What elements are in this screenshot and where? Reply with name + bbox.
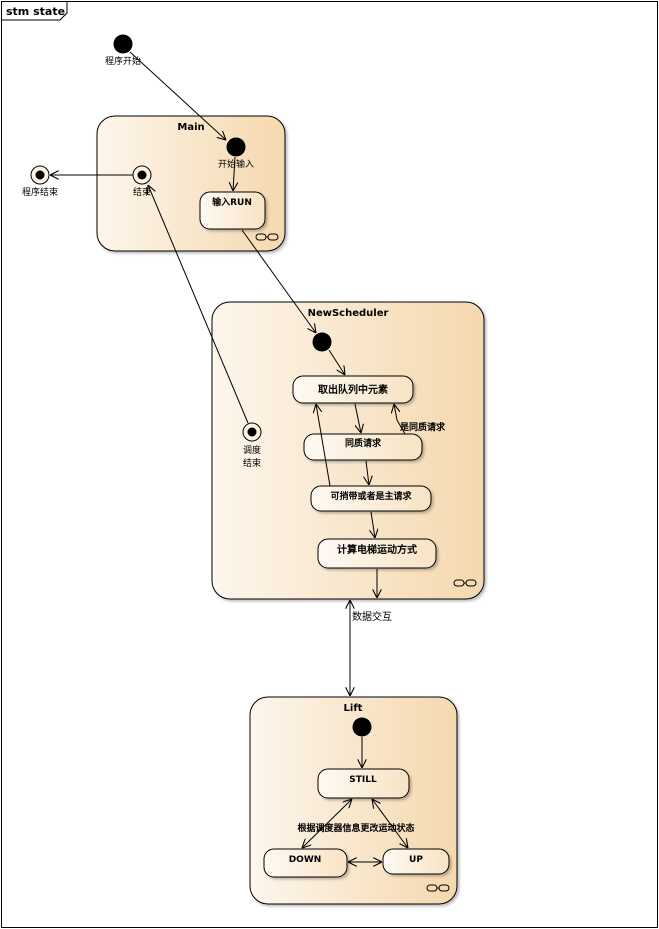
state-compute-label: 计算电梯运动方式 bbox=[337, 543, 417, 556]
state-down-label: DOWN bbox=[289, 855, 322, 865]
lift-title: Lift bbox=[344, 703, 363, 714]
state-still[interactable]: STILL bbox=[317, 768, 410, 799]
transition-main-initial-to-input bbox=[233, 156, 235, 191]
state-up[interactable]: UP bbox=[382, 848, 450, 875]
main-exit-node[interactable]: 结束 bbox=[132, 165, 152, 198]
program-initial-node[interactable]: 程序开始 bbox=[105, 34, 141, 68]
state-carry-or-main[interactable]: 可捎带或者是主请求 bbox=[310, 485, 432, 512]
lift-initial-node[interactable] bbox=[352, 717, 372, 737]
state-carry-label: 可捎带或者是主请求 bbox=[330, 490, 412, 502]
composite-icon bbox=[255, 233, 279, 241]
transition-carry-to-compute bbox=[371, 511, 375, 538]
guard-same-request: 是同质请求 bbox=[399, 421, 446, 433]
transitions bbox=[50, 51, 408, 862]
transition-same-back-to-take bbox=[394, 404, 406, 435]
scheduler-exit-node[interactable]: 调度 结束 bbox=[242, 422, 262, 469]
scheduler-exit-label-1: 调度 bbox=[243, 444, 261, 456]
state-still-label: STILL bbox=[349, 775, 377, 785]
state-same-request[interactable]: 同质请求 bbox=[303, 433, 423, 461]
main-title: Main bbox=[177, 122, 204, 133]
scheduler-title: NewScheduler bbox=[308, 308, 389, 319]
state-input-run[interactable]: 输入RUN bbox=[199, 191, 266, 230]
state-down[interactable]: DOWN bbox=[263, 848, 348, 878]
main-initial-label: 开始输入 bbox=[218, 158, 254, 170]
transition-sched-initial-to-take bbox=[328, 349, 345, 375]
transition-scheduler-exit-to-main-exit bbox=[148, 185, 249, 424]
transition-carry-to-take bbox=[316, 404, 331, 487]
scheduler-initial-node[interactable] bbox=[312, 332, 332, 352]
scheduler-exit-label-2: 结束 bbox=[243, 457, 261, 469]
composite-icon bbox=[426, 884, 450, 892]
transition-same-to-carry bbox=[366, 460, 369, 485]
state-up-label: UP bbox=[409, 855, 423, 865]
state-same-label: 同质请求 bbox=[345, 437, 382, 449]
frame-title: stm state bbox=[6, 5, 65, 18]
transition-start-to-main bbox=[129, 51, 226, 140]
composite-main[interactable]: Main bbox=[96, 115, 286, 252]
state-take-label: 取出队列中元素 bbox=[318, 383, 388, 396]
state-take-element[interactable]: 取出队列中元素 bbox=[292, 375, 414, 404]
program-end-label: 程序结束 bbox=[22, 186, 58, 198]
transition-input-to-scheduler bbox=[241, 229, 316, 333]
state-input-run-label: 输入RUN bbox=[212, 196, 252, 208]
transition-take-to-same bbox=[354, 403, 361, 433]
composite-icon bbox=[453, 579, 477, 587]
program-start-label: 程序开始 bbox=[105, 55, 141, 67]
transition-still-to-down bbox=[302, 799, 352, 848]
main-initial-node[interactable]: 开始输入 bbox=[218, 137, 254, 171]
transition-still-to-up bbox=[372, 799, 408, 848]
main-exit-label: 结束 bbox=[133, 186, 151, 198]
link-label: 数据交互 bbox=[352, 610, 392, 623]
state-compute-motion[interactable]: 计算电梯运动方式 bbox=[317, 538, 437, 569]
program-final-node[interactable]: 程序结束 bbox=[22, 165, 58, 198]
